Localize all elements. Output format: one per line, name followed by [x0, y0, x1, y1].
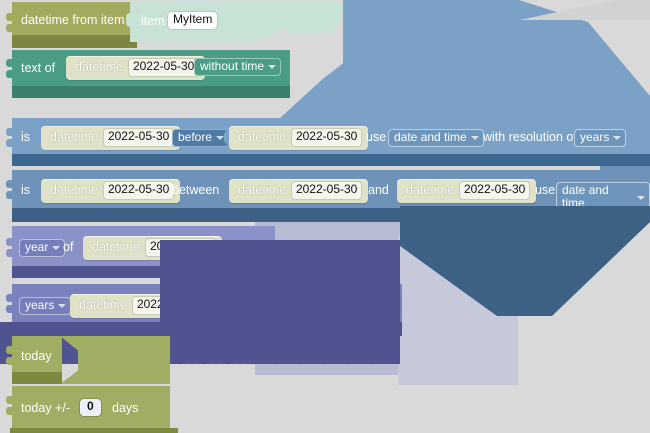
datetime-label: datetime — [238, 130, 286, 145]
resolution-dropdown[interactable]: years — [574, 129, 627, 148]
datetime-value-field[interactable]: 2022-05-30 — [103, 182, 174, 199]
value-socket-2 — [224, 131, 232, 144]
block-left-connector-top — [6, 180, 14, 188]
value-block-datetime-1[interactable]: datetime 2022-05-30 — [41, 126, 181, 150]
block-left-connector-bottom — [6, 249, 14, 257]
days-offset-field[interactable]: 0 — [80, 399, 101, 416]
background-shape-indigo-torn-edge — [0, 355, 400, 365]
datetime-label: datetime — [406, 183, 454, 198]
block-shadow-strip — [12, 86, 290, 98]
block-left-connector-bottom — [6, 70, 14, 78]
datetime-value-field[interactable]: 2022-05-30 — [103, 129, 174, 146]
block-left-connector-top — [6, 59, 14, 67]
chevron-down-icon — [58, 304, 67, 309]
unit-dropdown[interactable]: years — [19, 297, 72, 316]
block-shadow-strip — [12, 154, 650, 166]
block-left-connector-top — [6, 13, 14, 21]
chevron-down-icon — [637, 195, 645, 200]
block-left-connector-bottom — [6, 24, 14, 32]
label-use: use — [535, 183, 556, 197]
unit-dropdown-label: years — [25, 298, 55, 312]
block-shadow-strip — [12, 35, 137, 48]
chevron-down-icon — [613, 136, 622, 141]
label-of: of — [63, 240, 74, 254]
resolution-dropdown-label: years — [580, 130, 610, 144]
label-between: between — [172, 183, 220, 197]
block-text-of-datetime[interactable]: text of datetime 2022-05-30 without time — [2, 50, 292, 98]
format-dropdown[interactable]: without time — [194, 58, 282, 77]
value-socket-1 — [36, 184, 44, 197]
datetime-value-field[interactable]: 2022-05-30 — [128, 59, 199, 76]
block-today-right-fill — [78, 351, 168, 384]
value-socket — [61, 61, 69, 74]
block-left-connector-bottom — [6, 407, 14, 415]
value-socket-1 — [36, 131, 44, 144]
value-socket-3 — [392, 184, 400, 197]
block-left-connector-bottom — [6, 305, 14, 313]
unit-dropdown-label: year — [25, 240, 49, 254]
value-socket — [72, 402, 80, 414]
value-block-datetime-3[interactable]: datetime 2022-05-30 — [397, 179, 537, 203]
unit-dropdown[interactable]: year — [19, 239, 66, 258]
datetime-label: datetime — [79, 298, 127, 313]
comparison-dropdown-label: before — [178, 130, 213, 144]
value-block-datetime-2[interactable]: datetime 2022-05-30 — [229, 179, 369, 203]
value-block-item-plug — [126, 13, 135, 27]
block-left-connector-top — [6, 128, 14, 136]
datetime-label: datetime — [50, 183, 98, 198]
block-shadow-strip — [12, 372, 62, 384]
block-partially-visible-next[interactable] — [10, 428, 178, 433]
block-label-is: is — [21, 130, 31, 144]
block-label-today: today — [21, 349, 52, 363]
block-label-text-of: text of — [21, 61, 56, 75]
label-today-plus-minus: today +/- — [21, 401, 70, 415]
block-left-connector-bottom — [6, 191, 14, 199]
chevron-down-icon — [216, 136, 225, 141]
block-left-connector-top — [6, 238, 14, 246]
label-with-resolution-of: with resolution of — [483, 130, 577, 144]
block-label-datetime-from-item: datetime from item — [21, 13, 125, 27]
comparison-dropdown[interactable]: before — [172, 129, 230, 148]
chevron-down-icon — [52, 246, 61, 251]
chevron-down-icon — [268, 65, 277, 70]
datetime-label: datetime — [238, 183, 286, 198]
datetime-label: datetime — [92, 240, 140, 255]
block-left-connector-top — [6, 294, 14, 302]
block-today-plus-minus-days[interactable]: today +/- 0 days — [2, 386, 202, 430]
value-block-datetime-1[interactable]: datetime 2022-05-30 — [41, 179, 181, 203]
value-block-datetime[interactable]: datetime 2022-05-30 — [66, 56, 206, 80]
block-left-connector-top — [6, 346, 14, 354]
block-left-connector-top — [6, 396, 14, 404]
datetime-value-field[interactable]: 2022-05-30 — [291, 182, 362, 199]
datetime-label: datetime — [50, 130, 98, 145]
datetime-value-field[interactable]: 2022-05-30 — [459, 182, 530, 199]
precision-dropdown-label: date and time — [394, 130, 467, 144]
item-name-field[interactable]: MyItem — [168, 12, 218, 29]
datetime-value-field[interactable]: 2022-05-30 — [291, 129, 362, 146]
precision-dropdown[interactable]: date and time — [388, 129, 484, 148]
block-is-before[interactable]: is datetime 2022-05-30 before datetime 2… — [2, 110, 650, 166]
block-label-is: is — [21, 183, 31, 197]
value-socket-2 — [224, 184, 232, 197]
label-use: use — [366, 130, 387, 144]
value-block-item-label: item — [141, 14, 165, 28]
block-datetime-from-item[interactable]: datetime from item item MyItem — [2, 2, 332, 48]
format-dropdown-label: without time — [200, 59, 265, 73]
block-left-connector-bottom — [6, 357, 14, 365]
background-shape-indigo-upper — [160, 240, 400, 325]
label-days: days — [112, 401, 139, 415]
label-and: and — [368, 183, 389, 197]
block-left-connector-bottom — [6, 139, 14, 147]
chevron-down-icon — [470, 136, 479, 141]
value-block-datetime-2[interactable]: datetime 2022-05-30 — [229, 126, 369, 150]
value-socket-1 — [65, 299, 73, 312]
datetime-label: datetime — [75, 60, 123, 75]
value-socket — [78, 241, 86, 254]
